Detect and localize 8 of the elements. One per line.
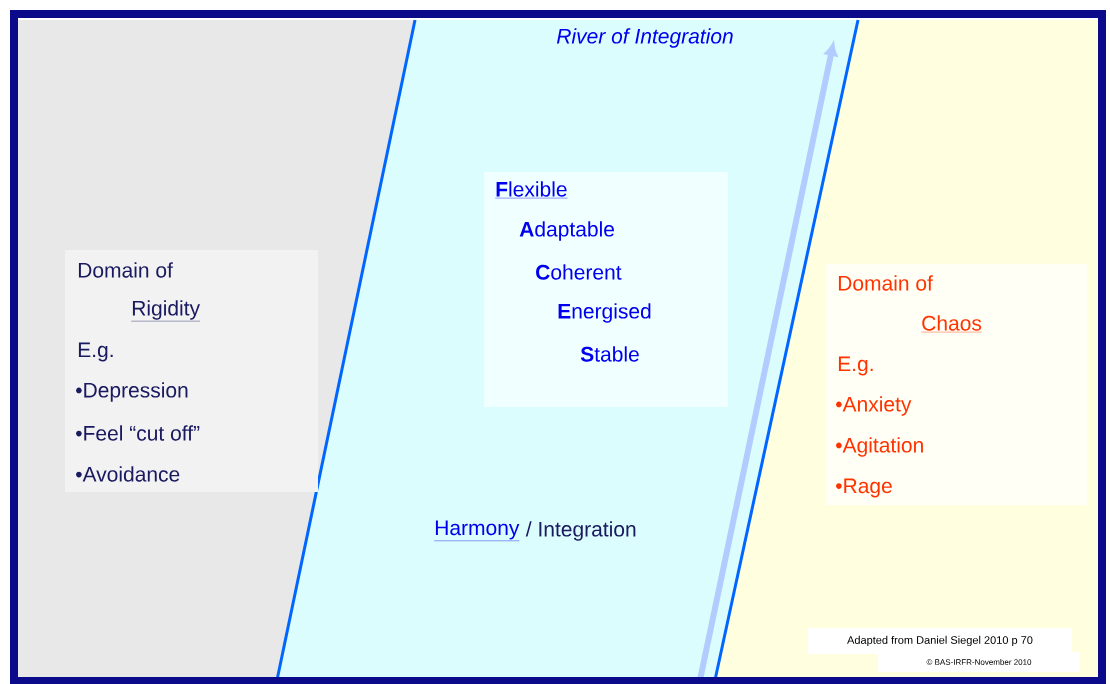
band-title: River of Integration (556, 28, 733, 48)
credit-note: Adapted from Daniel Siegel 2010 p 70 (808, 628, 1072, 654)
band-label: / Integration (525, 521, 636, 541)
band-label: Harmony (434, 520, 520, 541)
credit-note: © BAS-IRFR-November 2010 (878, 652, 1080, 672)
domain-box: Domain of Chaos E.g. •Anxiety •Agitation •Rage (826, 264, 1087, 505)
domain-box: Domain of Rigidity E.g. •Depression •Feel “cut off” •Avoidance (65, 250, 318, 492)
quality-list-box: Flexible Adaptable Coherent Energised Stable (484, 172, 728, 407)
